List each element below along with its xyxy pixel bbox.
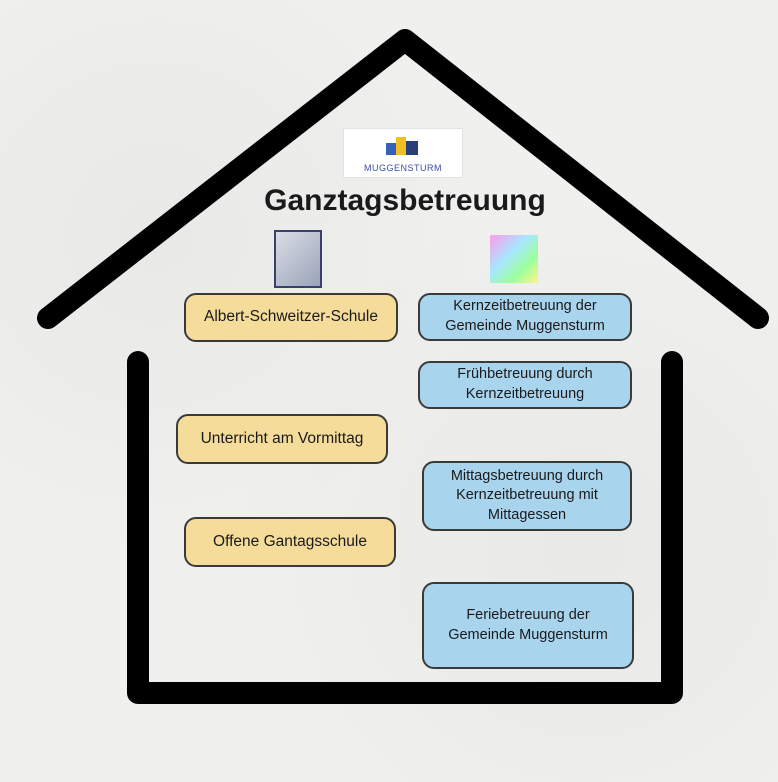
school-name-box: Albert-Schweitzer-Schule: [184, 293, 398, 342]
logo-mark-icon: [386, 137, 418, 155]
lunch-care-box: Mittagsbetreuung durch Kernzeitbetreuung…: [422, 461, 632, 531]
roof-line: [37, 29, 769, 329]
care-logo-image: [490, 235, 538, 283]
logo-text: MUGGENSTURM: [364, 163, 442, 173]
house-walls: [127, 351, 683, 704]
morning-lessons-box: Unterricht am Vormittag: [176, 414, 388, 464]
portrait-image: [274, 230, 322, 288]
early-care-box: Frühbetreuung durch Kernzeitbetreuung: [418, 361, 632, 409]
muggensturm-logo: MUGGENSTURM: [343, 128, 463, 178]
page-title: Ganztagsbetreuung: [264, 184, 546, 217]
open-all-day-school-box: Offene Gantagsschule: [184, 517, 396, 567]
holiday-care-box: Feriebetreuung der Gemeinde Muggensturm: [422, 582, 634, 669]
core-time-care-box: Kernzeitbetreuung der Gemeinde Muggenstu…: [418, 293, 632, 341]
